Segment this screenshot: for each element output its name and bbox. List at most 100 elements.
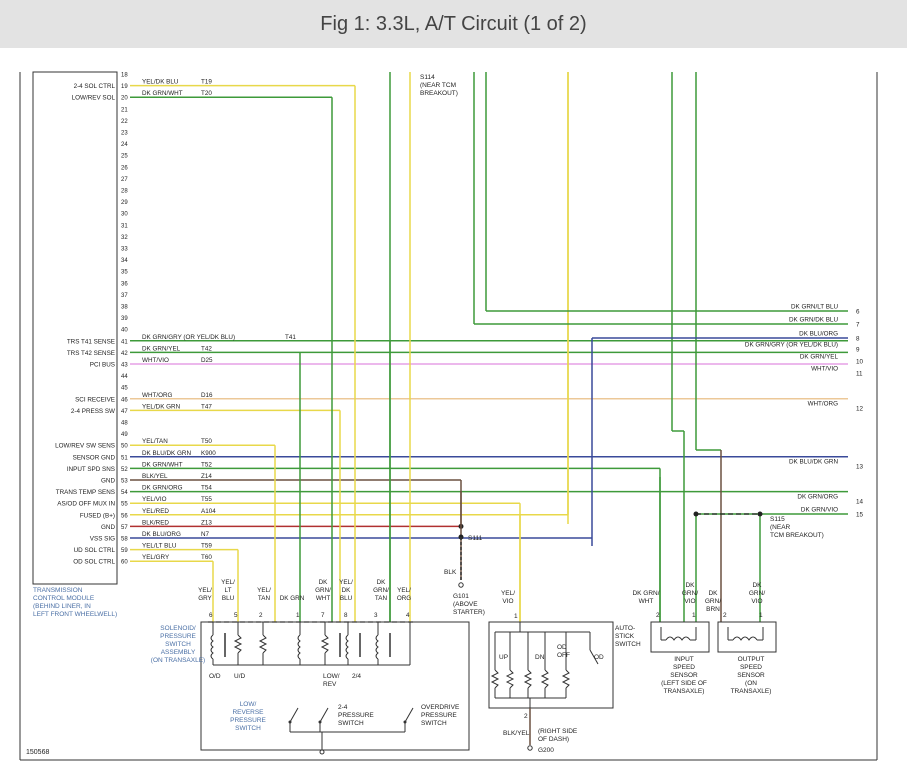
pin-number: 18 [121,73,128,79]
sensor-label: TRANSAXLE) [664,688,705,695]
sol-wire-label: ORG [397,595,411,602]
wire-color-label: WHT/ORG [142,392,173,399]
pin-number: 40 [121,328,128,334]
pin-number: 44 [121,374,128,380]
sensor-wire-label: DK [708,590,718,597]
sensor-pin: 1 [759,612,763,619]
connector-pin: 9 [856,347,860,354]
circuit-label: K900 [201,450,216,457]
pin-number: 56 [121,513,128,519]
autostick-label: SWITCH [615,641,641,648]
sensor-label: SPEED [740,664,762,671]
pin-number: 29 [121,200,128,206]
splice-s114-line: S114 [420,74,435,81]
pin-label: GND [101,524,115,531]
autostick-label: STICK [615,633,635,640]
pin-label: VSS SIG [90,536,115,543]
circuit-label: T41 [285,334,296,341]
pin-number: 31 [121,223,128,229]
solenoid-coil [210,634,214,660]
pin-label: SENSOR GND [73,454,116,461]
sol-wire-label: BLU [340,595,353,602]
pin-number: 33 [121,247,128,253]
sensor-label: INPUT [674,656,694,663]
splice-s115-line: TCM BREAKOUT) [770,532,824,539]
connector-pin: 7 [856,322,860,329]
pin-number: 47 [121,409,128,415]
pin-label: PCI BUS [90,362,115,369]
connector-pin: 6 [856,309,860,316]
autostick-resistor [540,669,550,689]
autostick-up: UP [499,654,508,661]
sol-pin: 8 [344,612,348,619]
connector-wire-label: DK GRN/GRY (OR YEL/DK BLU) [745,342,838,349]
circuit-label: D16 [201,392,213,399]
pressure-switch [404,707,414,723]
sensor-label: TRANSAXLE) [731,688,772,695]
pin-number: 24 [121,142,128,148]
pin-label: INPUT SPD SNS [67,466,115,473]
pin-number: 60 [121,560,128,566]
wire-color-label: DK BLU/DK GRN [142,450,191,457]
circuit-label: T52 [201,461,212,468]
pin-number: 38 [121,305,128,311]
sol-wire-label: DK [377,579,387,586]
low-rev-switch-label: LOW/ [240,701,257,708]
pin-number: 42 [121,351,128,357]
pin-label: TRS T41 SENSE [67,338,115,345]
pin-number: 35 [121,270,128,276]
wire-color-label: DK GRN/ORG [142,485,183,492]
pin-number: 52 [121,467,128,473]
tcm-box [32,71,118,585]
splice-s115-line: S115 [770,516,785,523]
sol-wire-label: GRN/ [315,587,331,594]
circuit-label: T54 [201,485,212,492]
top-vertical-wires [389,72,848,622]
pin-number: 48 [121,421,128,427]
pin-number: 43 [121,363,128,369]
connector-pin: 15 [856,512,864,519]
pin-label: TRANS TEMP SENS [56,489,115,496]
sol-pin: 3 [374,612,378,619]
sol-wire-label: DK [342,587,352,594]
pressure-switch [289,707,299,723]
pin-label: OD SOL CTRL [73,559,115,566]
connector-pin: 11 [856,371,863,378]
sensor-pin: 2 [656,612,660,619]
autostick-wire-label: VIO [502,598,513,605]
autostick-resistor [505,669,515,689]
low-rev-switch-label: SWITCH [235,725,261,732]
figure-title-bar: Fig 1: 3.3L, A/T Circuit (1 of 2) [0,0,907,48]
figure-title: Fig 1: 3.3L, A/T Circuit (1 of 2) [320,12,587,35]
pin-number: 27 [121,177,128,183]
pin-number: 25 [121,154,128,160]
ground-g101-line: G101 [453,593,469,600]
pin-number: 53 [121,479,128,485]
connector-wire-label: DK BLU/ORG [799,331,838,338]
ground-g101-line: STARTER) [453,609,485,616]
connector-wire-label: WHT/ORG [808,401,839,408]
sol-wire-label: YEL/ [339,579,353,586]
pin-number: 26 [121,165,128,171]
ground-symbol [319,749,325,755]
sol-pin: 1 [296,612,300,619]
pin-label: SCI RECEIVE [75,396,115,403]
sensor-label: (LEFT SIDE OF [661,680,707,687]
solenoid-coil [375,634,379,660]
connector-wire-label: DK GRN/YEL [800,354,839,361]
solenoid-coil [345,634,349,660]
pin-label: 2-4 PRESS SW [71,408,115,415]
wire-color-label: DK GRN/GRY (OR YEL/DK BLU) [142,334,235,341]
pin-number: 20 [121,96,128,102]
pin-number: 23 [121,131,128,137]
pin-number: 55 [121,502,128,508]
sensor-wire-label: VIO [751,598,762,605]
connector-wire-label: DK GRN/ORG [797,494,838,501]
circuit-label: T55 [201,496,212,503]
